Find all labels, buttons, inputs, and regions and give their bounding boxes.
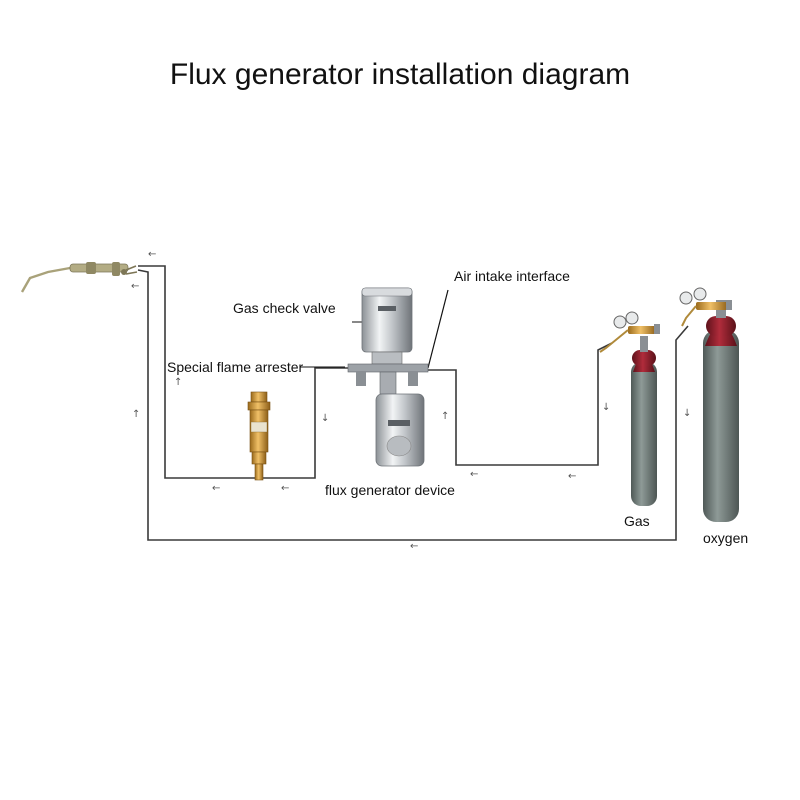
flow-arrow-up-icon: ↑ — [174, 377, 183, 388]
hose-torch-to-arrester — [138, 265, 258, 479]
flow-arrow-left-icon: ← — [148, 249, 157, 260]
hose-arrester-to-generator — [262, 367, 352, 479]
label-special-flame-arrester: Special flame arrester — [167, 359, 304, 375]
flow-arrow-left-icon: ← — [410, 541, 419, 552]
welding-torch — [20, 262, 138, 293]
flow-arrow-down-icon: ↓ — [321, 413, 330, 424]
label-gas: Gas — [624, 513, 650, 529]
flow-arrow-left-icon: ← — [281, 483, 290, 494]
gas-cylinder — [599, 311, 660, 506]
flow-arrow-left-icon: ← — [131, 281, 140, 292]
hose-oxygen-to-torch — [137, 269, 689, 541]
flux-generator-device — [347, 287, 429, 467]
oxygen-cylinder — [679, 287, 739, 522]
diagram-title: Flux generator installation diagram — [169, 58, 631, 91]
label-flux-generator-device: flux generator device — [325, 482, 455, 498]
flow-arrow-left-icon: ← — [212, 483, 221, 494]
flame-arrester-device — [247, 391, 271, 481]
leader-air-intake — [427, 289, 449, 369]
label-gas-check-valve: Gas check valve — [233, 300, 336, 316]
label-air-intake-interface: Air intake interface — [454, 268, 570, 284]
flow-arrow-down-icon: ↓ — [602, 402, 611, 413]
flow-arrow-down-icon: ↓ — [683, 408, 692, 419]
hose-network — [137, 265, 689, 541]
label-oxygen: oxygen — [703, 530, 749, 546]
flow-arrow-up-icon: ↑ — [132, 409, 141, 420]
flow-arrow-up-icon: ↑ — [441, 411, 450, 422]
hose-generator-to-gas — [428, 342, 613, 466]
flow-arrow-left-icon: ← — [568, 471, 577, 482]
flow-arrow-left-icon: ← — [470, 469, 479, 480]
